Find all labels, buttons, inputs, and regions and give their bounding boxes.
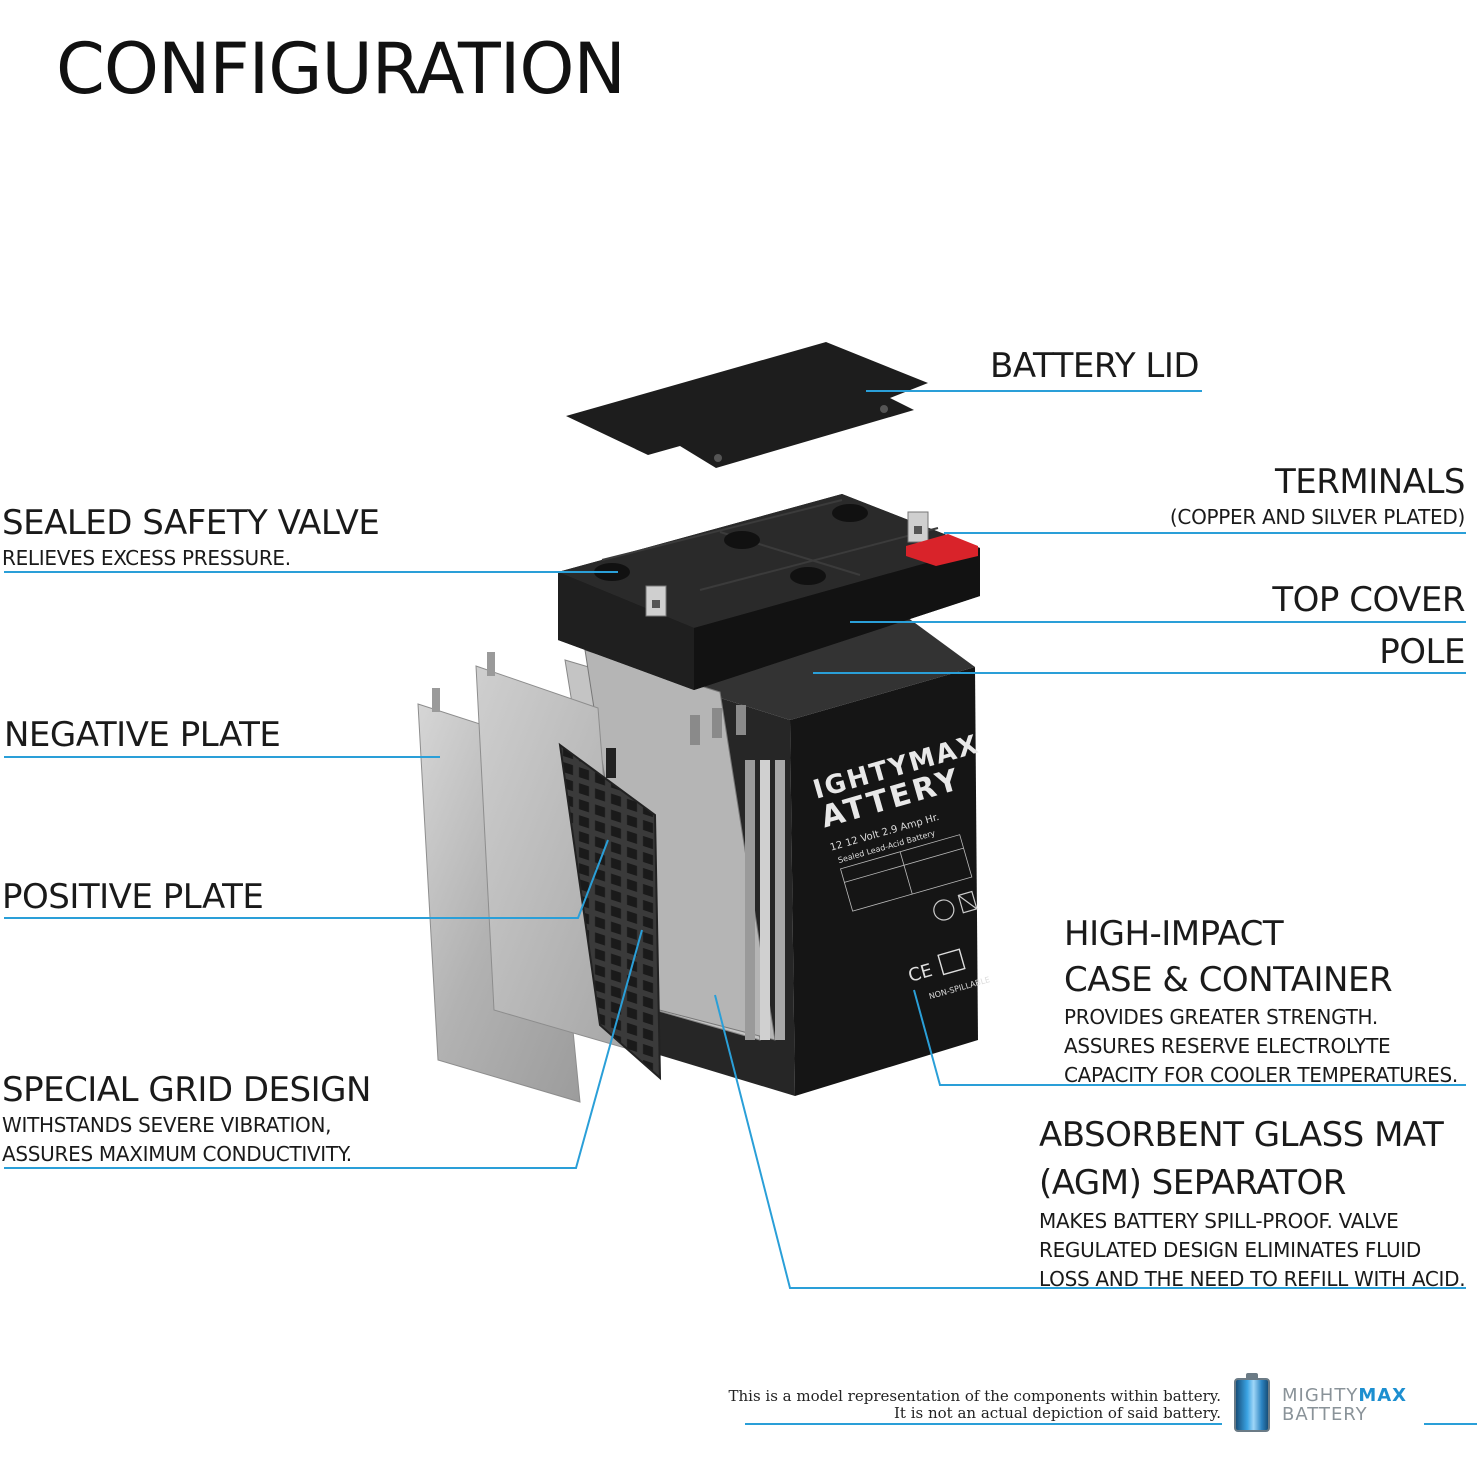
leader-positive-plate [4,839,609,919]
agm-sub-3: LOSS AND THE NEED TO REFILL WITH ACID. [1039,1267,1466,1291]
case-heading-2: CASE & CONTAINER [1064,960,1393,1000]
footer-disclaimer: This is a model representation of the co… [728,1388,1221,1422]
brand-logo: MIGHTYMAX BATTERY [1282,1386,1407,1424]
leader-agm [714,994,1466,1289]
case-sub-2: ASSURES RESERVE ELECTROLYTE [1064,1034,1391,1058]
label-sealed-valve: SEALED SAFETY VALVE RELIEVES EXCESS PRES… [2,502,380,573]
sealed-valve-sub: RELIEVES EXCESS PRESSURE. [2,546,291,570]
label-positive-plate: POSITIVE PLATE [2,877,264,917]
battery-lid [566,342,928,468]
label-grid-design: SPECIAL GRID DESIGN WITHSTANDS SEVERE VI… [2,1069,371,1169]
agm-sub-2: REGULATED DESIGN ELIMINATES FLUID [1039,1238,1421,1262]
label-terminals: TERMINALS (COPPER AND SILVER PLATED) [1169,461,1466,532]
case-sub-1: PROVIDES GREATER STRENGTH. [1064,1005,1378,1029]
leader-case [913,989,1466,1086]
label-case: HIGH-IMPACT CASE & CONTAINER PROVIDES GR… [1064,911,1458,1090]
logo-word-mighty: MIGHTY [1282,1385,1359,1406]
case-heading-1: HIGH-IMPACT [1064,914,1284,954]
case-sub-3: CAPACITY FOR COOLER TEMPERATURES. [1064,1063,1458,1087]
grid-design-sub-1: WITHSTANDS SEVERE VIBRATION, [2,1113,332,1137]
terminals-heading: TERMINALS [1275,462,1465,502]
logo-word-battery: BATTERY [1282,1404,1368,1425]
agm-heading-1: ABSORBENT GLASS MAT [1039,1115,1444,1155]
top-cover [558,494,980,690]
grid-design-sub-2: ASSURES MAXIMUM CONDUCTIVITY. [2,1142,352,1166]
agm-sub-1: MAKES BATTERY SPILL-PROOF. VALVE [1039,1209,1399,1233]
terminals-sub: (COPPER AND SILVER PLATED) [1169,505,1465,529]
leader-grid-design [4,929,643,1169]
logo-word-max: MAX [1358,1385,1408,1406]
grid-design-heading: SPECIAL GRID DESIGN [2,1070,371,1110]
label-pole: POLE [1379,632,1465,672]
sealed-valve-heading: SEALED SAFETY VALVE [2,503,380,543]
label-negative-plate: NEGATIVE PLATE [4,715,281,755]
footer-line-1: This is a model representation of the co… [728,1387,1221,1405]
exploded-plates [417,652,662,1103]
footer-line-2: It is not an actual depiction of said ba… [893,1404,1221,1422]
page-title: CONFIGURATION [56,28,626,110]
label-top-cover: TOP COVER [1272,580,1465,620]
battery-logo-icon [1234,1373,1270,1432]
label-battery-lid: BATTERY LID [990,346,1200,386]
label-agm: ABSORBENT GLASS MAT (AGM) SEPARATOR MAKE… [1039,1111,1466,1294]
agm-heading-2: (AGM) SEPARATOR [1039,1163,1346,1203]
